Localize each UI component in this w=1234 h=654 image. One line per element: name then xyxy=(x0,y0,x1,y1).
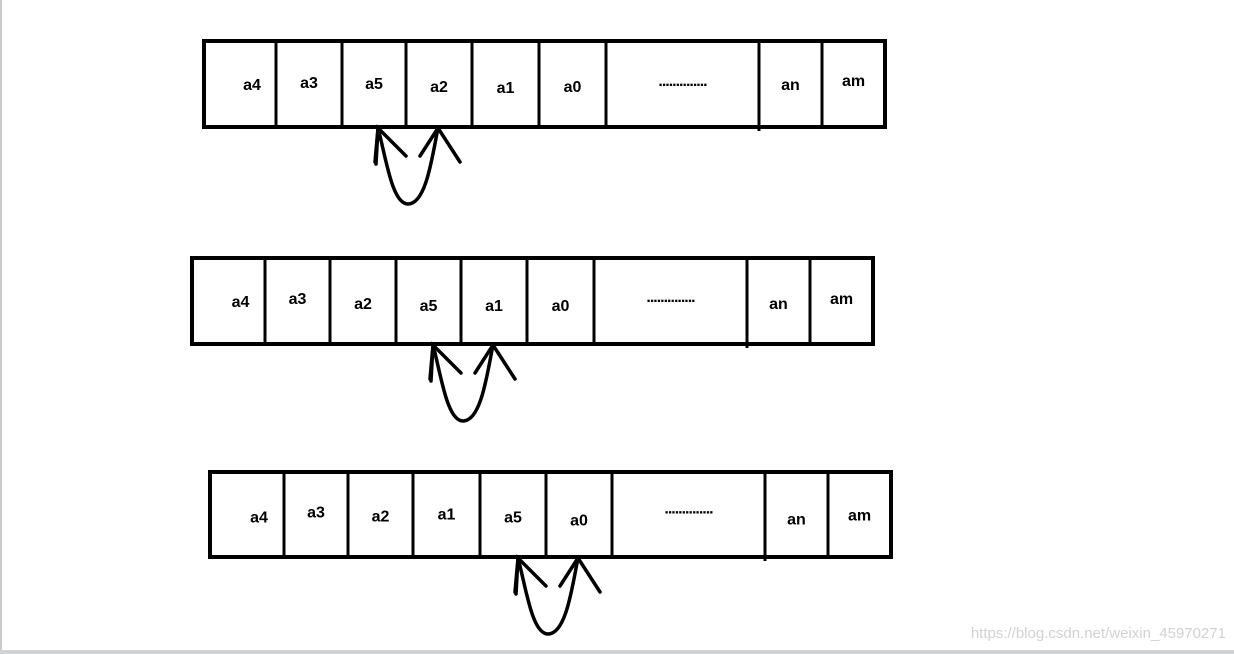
row-2: a4 a3 a2 a5 a1 a0.............. an am xyxy=(190,256,875,423)
cell-label: a4 xyxy=(250,510,268,527)
cell-label: a4 xyxy=(232,294,250,311)
cell-label: an xyxy=(781,77,800,94)
ellipsis-cell-text: .............. xyxy=(646,289,695,306)
cell-label: a1 xyxy=(485,298,503,315)
array-frame xyxy=(190,256,875,346)
arrowhead-icon xyxy=(418,124,462,164)
ellipsis-cell-text: .............. xyxy=(658,73,707,90)
swap-arrow-curve xyxy=(514,556,580,636)
cell-label: a0 xyxy=(552,298,570,315)
swap-arrow-curve xyxy=(374,126,440,206)
array-frame xyxy=(208,470,893,559)
cell-label: a0 xyxy=(570,513,588,530)
cell-label: a2 xyxy=(430,79,448,96)
cell-label: am xyxy=(848,508,871,525)
swap-arrow-curve xyxy=(429,343,495,423)
swap-arrow xyxy=(428,341,517,423)
array-frame xyxy=(202,39,887,129)
arrowhead-icon xyxy=(428,341,463,381)
row-3: a4 a3 a2 a1 a5 a0.............. an am xyxy=(208,470,893,636)
arrowhead-icon xyxy=(513,554,548,594)
arrowhead-icon xyxy=(558,554,602,594)
cell-label: an xyxy=(787,512,806,529)
cell-label: a1 xyxy=(497,80,515,97)
cell-label: an xyxy=(769,296,788,313)
swap-arrow xyxy=(373,124,462,206)
arrowhead-icon xyxy=(473,341,517,381)
cell-label: a2 xyxy=(354,296,372,313)
watermark-text: https://blog.csdn.net/weixin_45970271 xyxy=(970,625,1226,642)
swap-arrow xyxy=(513,554,602,636)
cell-label: am xyxy=(842,73,865,90)
cell-label: am xyxy=(830,291,853,308)
window-bottom-edge xyxy=(0,650,1234,654)
cell-label: a5 xyxy=(420,298,438,315)
ellipsis-cell-text: .............. xyxy=(664,501,713,518)
cell-label: a5 xyxy=(504,510,522,527)
cell-label: a3 xyxy=(307,505,325,522)
window-left-edge xyxy=(0,0,2,654)
cell-label: a1 xyxy=(438,507,456,524)
arrowhead-icon xyxy=(373,124,408,164)
cell-label: a4 xyxy=(243,77,261,94)
cell-label: a2 xyxy=(372,509,390,526)
row-1: a4 a3 a5 a2 a1 a0.............. an am xyxy=(202,39,887,206)
cell-label: a3 xyxy=(300,75,318,92)
cell-label: a5 xyxy=(365,76,383,93)
cell-label: a3 xyxy=(289,291,307,308)
cell-label: a0 xyxy=(564,79,582,96)
